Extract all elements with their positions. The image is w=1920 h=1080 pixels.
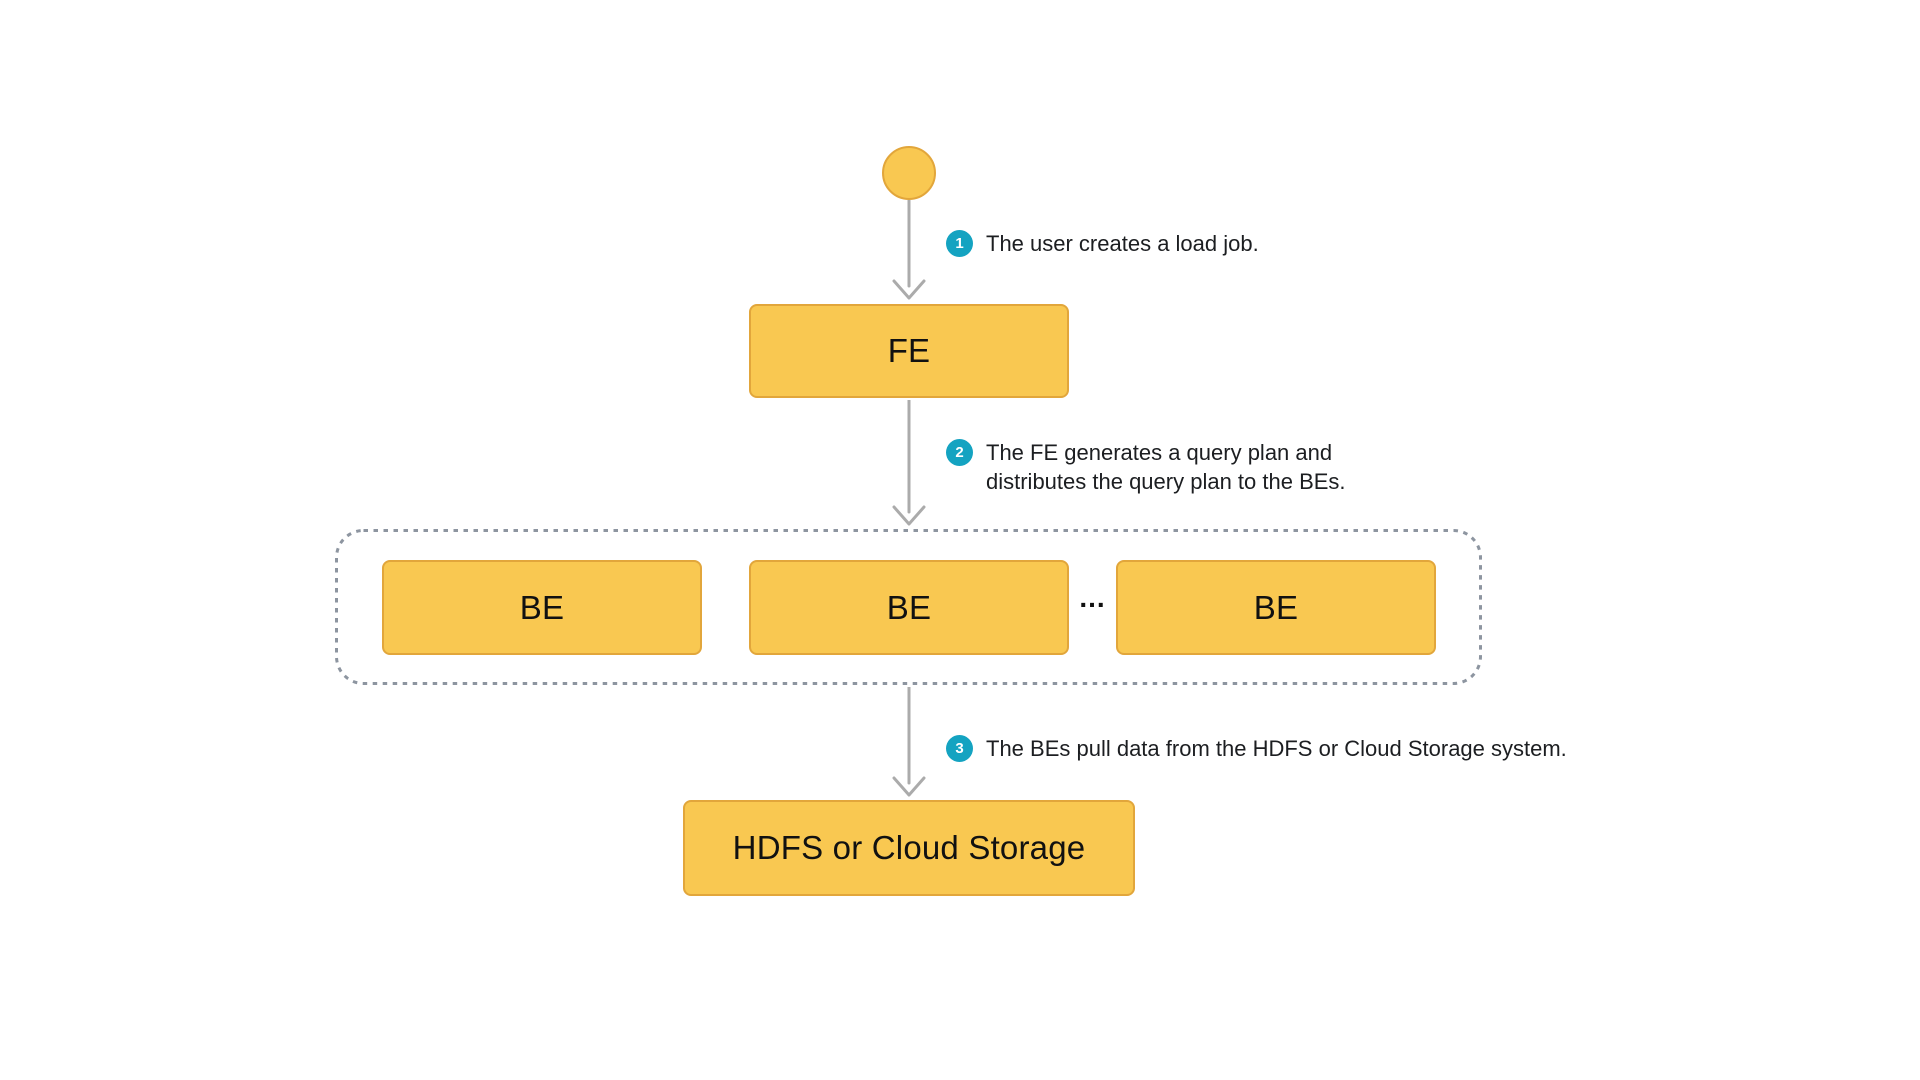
be-ellipsis: ... xyxy=(1079,581,1106,613)
be-node-2: BE xyxy=(749,560,1069,655)
step-3-badge: 3 xyxy=(946,735,973,762)
be-node-3-label: BE xyxy=(1253,588,1299,626)
step-3-label: 3 The BEs pull data from the HDFS or Clo… xyxy=(946,734,1567,763)
be-node-3: BE xyxy=(1116,560,1436,655)
be-node-1-label: BE xyxy=(519,588,565,626)
step-2-text-line-2: distributes the query plan to the BEs. xyxy=(986,469,1346,494)
step-2-text-line-1: The FE generates a query plan and xyxy=(986,440,1333,465)
down-arrow-icon-2 xyxy=(892,400,926,526)
be-node-1: BE xyxy=(382,560,702,655)
be-cluster-outline xyxy=(335,529,1482,685)
step-1-text-line: The user creates a load job. xyxy=(986,231,1259,256)
hdfs-cloud-storage-node: HDFS or Cloud Storage xyxy=(683,800,1135,896)
step-3-text: The BEs pull data from the HDFS or Cloud… xyxy=(986,734,1567,763)
down-arrow-icon-3 xyxy=(892,687,926,797)
step-2-label: 2 The FE generates a query plan and dist… xyxy=(946,438,1346,496)
step-1-label: 1 The user creates a load job. xyxy=(946,229,1259,258)
down-arrow-icon-1 xyxy=(892,200,926,300)
step-2-text: The FE generates a query plan and distri… xyxy=(986,438,1346,496)
step-1-badge: 1 xyxy=(946,230,973,257)
step-2-badge: 2 xyxy=(946,439,973,466)
start-node-circle xyxy=(882,146,936,200)
fe-node-label: FE xyxy=(887,332,931,369)
be-node-2-label: BE xyxy=(886,588,932,626)
step-3-text-line: The BEs pull data from the HDFS or Cloud… xyxy=(986,736,1567,761)
step-1-text: The user creates a load job. xyxy=(986,229,1259,258)
hdfs-node-label: HDFS or Cloud Storage xyxy=(732,829,1086,866)
fe-node: FE xyxy=(749,304,1069,398)
